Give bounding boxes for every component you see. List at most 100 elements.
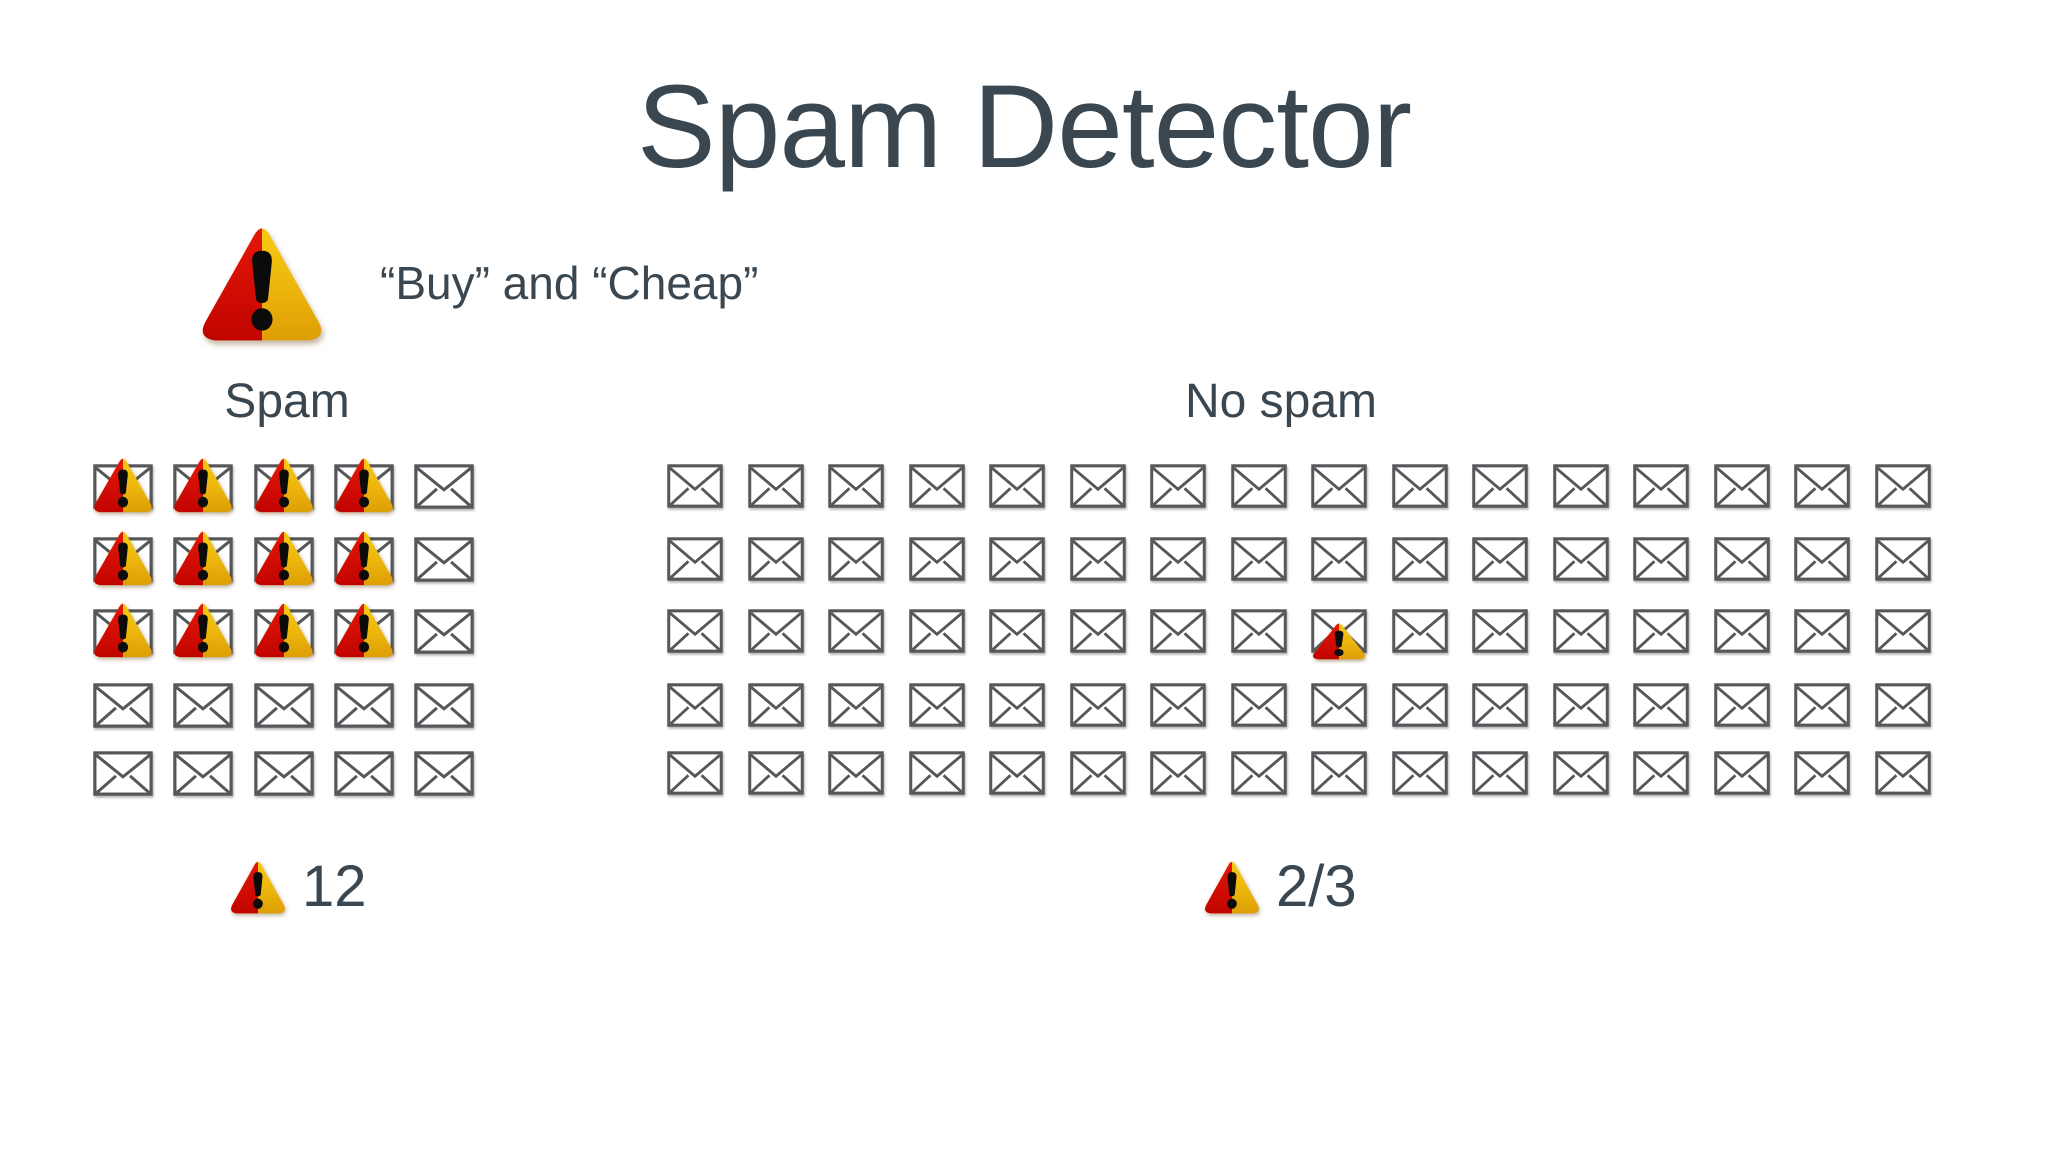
envelope-icon (1150, 537, 1206, 581)
email-cell (93, 682, 153, 728)
email-cell (1633, 609, 1690, 653)
envelope-icon (747, 464, 804, 508)
spam-legend-warning-icon-holder (228, 858, 288, 916)
envelope-icon (1392, 609, 1448, 653)
envelope-icon (1714, 609, 1770, 653)
email-cell (1472, 537, 1529, 581)
email-cell (1150, 683, 1206, 727)
envelope-icon (1714, 683, 1770, 727)
envelope-icon (1633, 751, 1690, 795)
envelope-icon (173, 682, 234, 728)
email-flagged-cell (253, 458, 314, 513)
spam-keywords-text: “Buy” and “Cheap” (380, 257, 759, 309)
email-cell (1875, 609, 1931, 653)
envelope-icon (1311, 751, 1367, 795)
envelope-icon (1472, 464, 1529, 508)
envelope-icon (908, 537, 965, 581)
email-cell (1311, 464, 1367, 508)
envelope-icon (1150, 683, 1206, 727)
envelope-icon (1875, 609, 1931, 653)
warning-icon (174, 458, 233, 513)
email-cell (1230, 683, 1287, 727)
envelope-icon (414, 536, 474, 582)
envelope-icon (989, 537, 1045, 581)
envelope-icon (828, 683, 884, 727)
spam-count-legend: 12 (228, 856, 367, 918)
email-cell (1392, 537, 1448, 581)
envelope-icon (667, 683, 723, 727)
email-cell (1875, 464, 1931, 508)
envelope-icon (1794, 537, 1851, 581)
no-spam-section-label: No spam (1184, 375, 1378, 428)
envelope-icon (1069, 464, 1126, 508)
email-cell (1230, 537, 1287, 581)
email-cell (1714, 537, 1770, 581)
warning-icon (254, 531, 313, 586)
email-cell (1794, 609, 1851, 653)
email-cell (1069, 537, 1126, 581)
email-cell (414, 750, 474, 796)
warning-icon (94, 603, 152, 658)
email-cell (1633, 537, 1690, 581)
email-cell (667, 537, 723, 581)
envelope-icon (667, 751, 723, 795)
envelope-icon (747, 683, 804, 727)
envelope-icon (1472, 683, 1529, 727)
keywords-warning-icon-holder (196, 220, 328, 346)
envelope-icon (1069, 751, 1126, 795)
envelope-icon (1069, 683, 1126, 727)
email-cell (1553, 751, 1609, 795)
envelope-icon (1714, 537, 1770, 581)
email-cell (667, 751, 723, 795)
email-cell (747, 537, 804, 581)
email-cell (1714, 609, 1770, 653)
envelope-icon (1633, 609, 1690, 653)
envelope-icon (828, 751, 884, 795)
email-cell (667, 464, 723, 508)
envelope-icon (414, 608, 474, 654)
envelope-icon (1553, 683, 1609, 727)
email-cell (1069, 464, 1126, 508)
warning-icon (254, 603, 313, 658)
email-cell (989, 683, 1045, 727)
envelope-icon (1230, 464, 1287, 508)
envelope-icon (334, 750, 394, 796)
envelope-icon (1311, 683, 1367, 727)
warning-icon (174, 531, 233, 586)
email-cell (414, 536, 474, 582)
envelope-icon (828, 537, 884, 581)
envelope-icon (1392, 751, 1448, 795)
email-flagged-cell (173, 603, 234, 658)
email-cell (253, 750, 314, 796)
email-cell (173, 750, 234, 796)
envelope-icon (414, 750, 474, 796)
email-flagged-cell (93, 531, 153, 586)
envelope-icon (989, 464, 1045, 508)
email-cell (1633, 751, 1690, 795)
email-flagged-cell (93, 603, 153, 658)
email-cell (414, 682, 474, 728)
email-cell (908, 537, 965, 581)
envelope-icon (1230, 537, 1287, 581)
envelope-icon (908, 464, 965, 508)
envelope-icon (334, 682, 394, 728)
email-cell (1392, 683, 1448, 727)
envelope-icon (1230, 751, 1287, 795)
envelope-icon (1633, 464, 1690, 508)
envelope-icon (93, 682, 153, 728)
envelope-icon (989, 683, 1045, 727)
envelope-icon (747, 537, 804, 581)
email-cell (93, 750, 153, 796)
email-cell (989, 464, 1045, 508)
spam-flagged-count: 12 (302, 854, 367, 919)
envelope-icon (1714, 751, 1770, 795)
envelope-icon (747, 609, 804, 653)
warning-icon (231, 861, 285, 914)
spam-section-label: Spam (224, 375, 350, 428)
no-spam-legend-warning-icon-holder (1202, 858, 1262, 916)
envelope-icon (1553, 751, 1609, 795)
envelope-icon (253, 750, 314, 796)
email-cell (1875, 751, 1931, 795)
envelope-icon (1553, 609, 1609, 653)
